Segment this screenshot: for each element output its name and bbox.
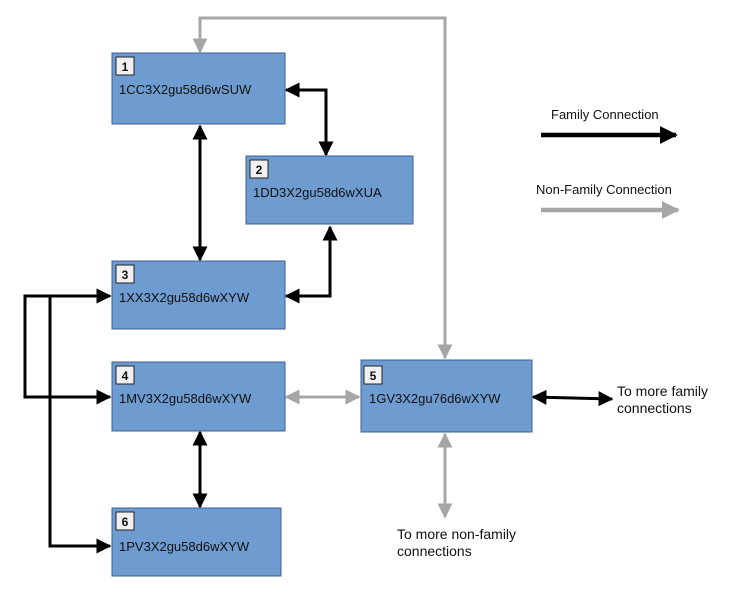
edge-3-to-6 [48, 288, 112, 554]
node-2-number-badge [249, 159, 269, 179]
edge-3-to-4 [23, 288, 112, 405]
more-nonfamily-text-line2: connections [397, 543, 472, 559]
edge-1-to-2 [284, 82, 334, 157]
node-4: 4 1MV3X2gu58d6wXYW [111, 361, 286, 432]
edge-2-to-3 [284, 225, 338, 304]
node-1-number: 1 [122, 60, 129, 74]
node-6-number: 6 [122, 515, 129, 529]
node-3-number: 3 [122, 268, 129, 282]
node-2-number: 2 [256, 163, 263, 177]
node-6-number-badge [115, 511, 135, 531]
node-1-number-badge [115, 56, 135, 76]
more-family-text-line1: To more family [617, 383, 708, 399]
node-5-box [360, 359, 533, 433]
node-1-box [111, 52, 286, 125]
more-nonfamily-text-line1: To more non-family [397, 526, 516, 542]
node-5: 5 1GV3X2gu76d6wXYW [360, 359, 533, 433]
node-5-number: 5 [370, 369, 377, 383]
node-4-number: 4 [122, 369, 129, 383]
legend: Family Connection Non-Family Connection [536, 107, 680, 219]
node-4-number-badge [115, 365, 135, 385]
node-3-number-badge [115, 264, 135, 284]
node-6: 6 1PV3X2gu58d6wXYW [111, 507, 282, 577]
edge-5-to-more-family [531, 389, 614, 407]
node-5-number-badge [363, 365, 383, 385]
edge-1-to-5 [192, 16, 453, 360]
node-6-box [111, 507, 282, 577]
node-2-box [245, 155, 414, 225]
node-3-box [111, 260, 286, 330]
node-2: 2 1DD3X2gu58d6wXUA [245, 155, 414, 225]
node-3: 3 1XX3X2gu58d6wXYW [111, 260, 286, 330]
node-4-box [111, 361, 286, 432]
node-6-label: 1PV3X2gu58d6wXYW [119, 539, 250, 554]
node-1-label: 1CC3X2gu58d6wSUW [119, 82, 252, 97]
more-family-text-line2: connections [617, 400, 692, 416]
node-4-label: 1MV3X2gu58d6wXYW [119, 391, 252, 406]
legend-non-family-label: Non-Family Connection [536, 182, 672, 197]
node-1: 1 1CC3X2gu58d6wSUW [111, 52, 286, 125]
legend-family-label: Family Connection [551, 107, 659, 122]
node-5-label: 1GV3X2gu76d6wXYW [369, 391, 501, 406]
node-2-label: 1DD3X2gu58d6wXUA [253, 185, 382, 200]
node-3-label: 1XX3X2gu58d6wXYW [119, 290, 250, 305]
